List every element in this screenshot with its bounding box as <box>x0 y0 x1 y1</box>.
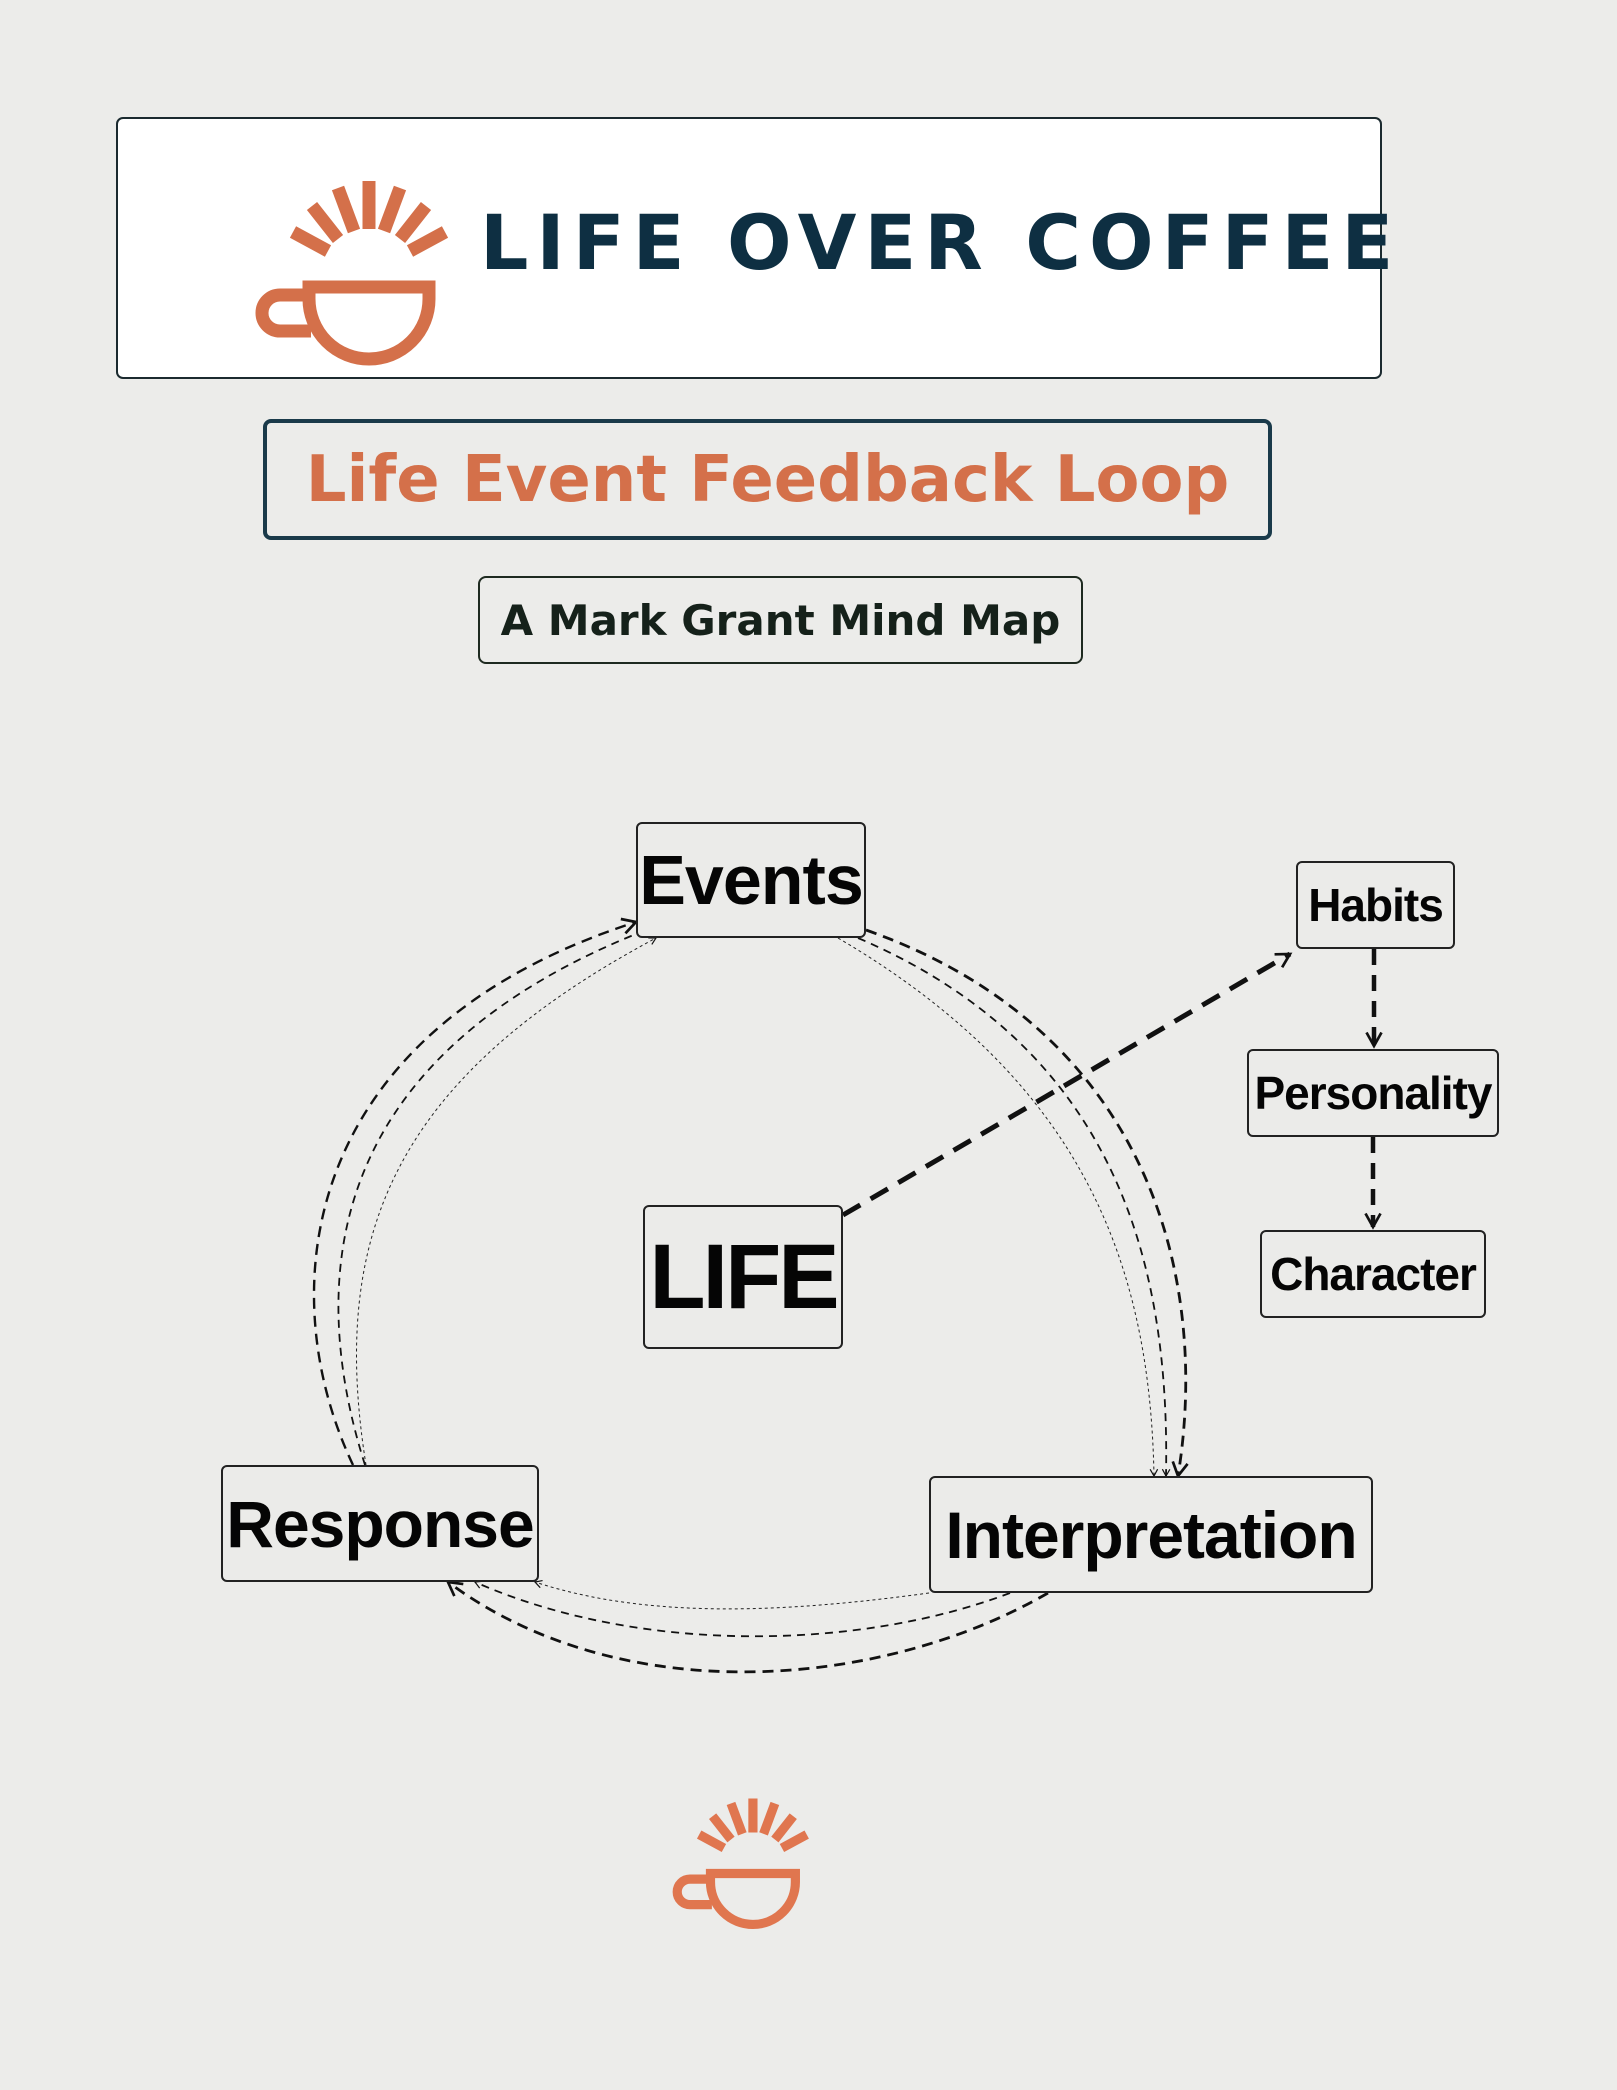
node-interpretation: Interpretation <box>929 1476 1373 1593</box>
brand-logo-banner: LIFE OVER COFFEE <box>116 117 1393 379</box>
edge-interpretation-to-response <box>445 1580 1049 1674</box>
node-character: Character <box>1260 1230 1486 1318</box>
edge-life-to-habits <box>841 951 1293 1218</box>
edge-events-to-interpretation-inner <box>857 937 1171 1478</box>
footer-coffee-cup-icon <box>672 1798 809 1929</box>
node-response: Response <box>221 1465 539 1582</box>
edge-events-to-interpretation-faint <box>837 937 1159 1478</box>
node-events: Events <box>636 822 866 938</box>
edge-response-to-events <box>312 917 639 1466</box>
node-habits: Habits <box>1296 861 1455 949</box>
page-title: Life Event Feedback Loop <box>263 419 1272 540</box>
edge-interpretation-to-response-inner <box>473 1580 1011 1638</box>
edge-interpretation-to-response-faint <box>533 1579 930 1610</box>
node-life-center: LIFE <box>643 1205 843 1349</box>
brand-name: LIFE OVER COFFEE <box>480 198 1402 287</box>
edge-response-to-events-inner <box>337 928 648 1466</box>
coffee-cup-sunrise-icon <box>255 181 449 366</box>
page-subtitle: A Mark Grant Mind Map <box>478 576 1083 664</box>
edge-response-to-events-faint <box>356 937 658 1466</box>
node-personality: Personality <box>1247 1049 1499 1137</box>
edge-events-to-interpretation <box>865 928 1189 1479</box>
